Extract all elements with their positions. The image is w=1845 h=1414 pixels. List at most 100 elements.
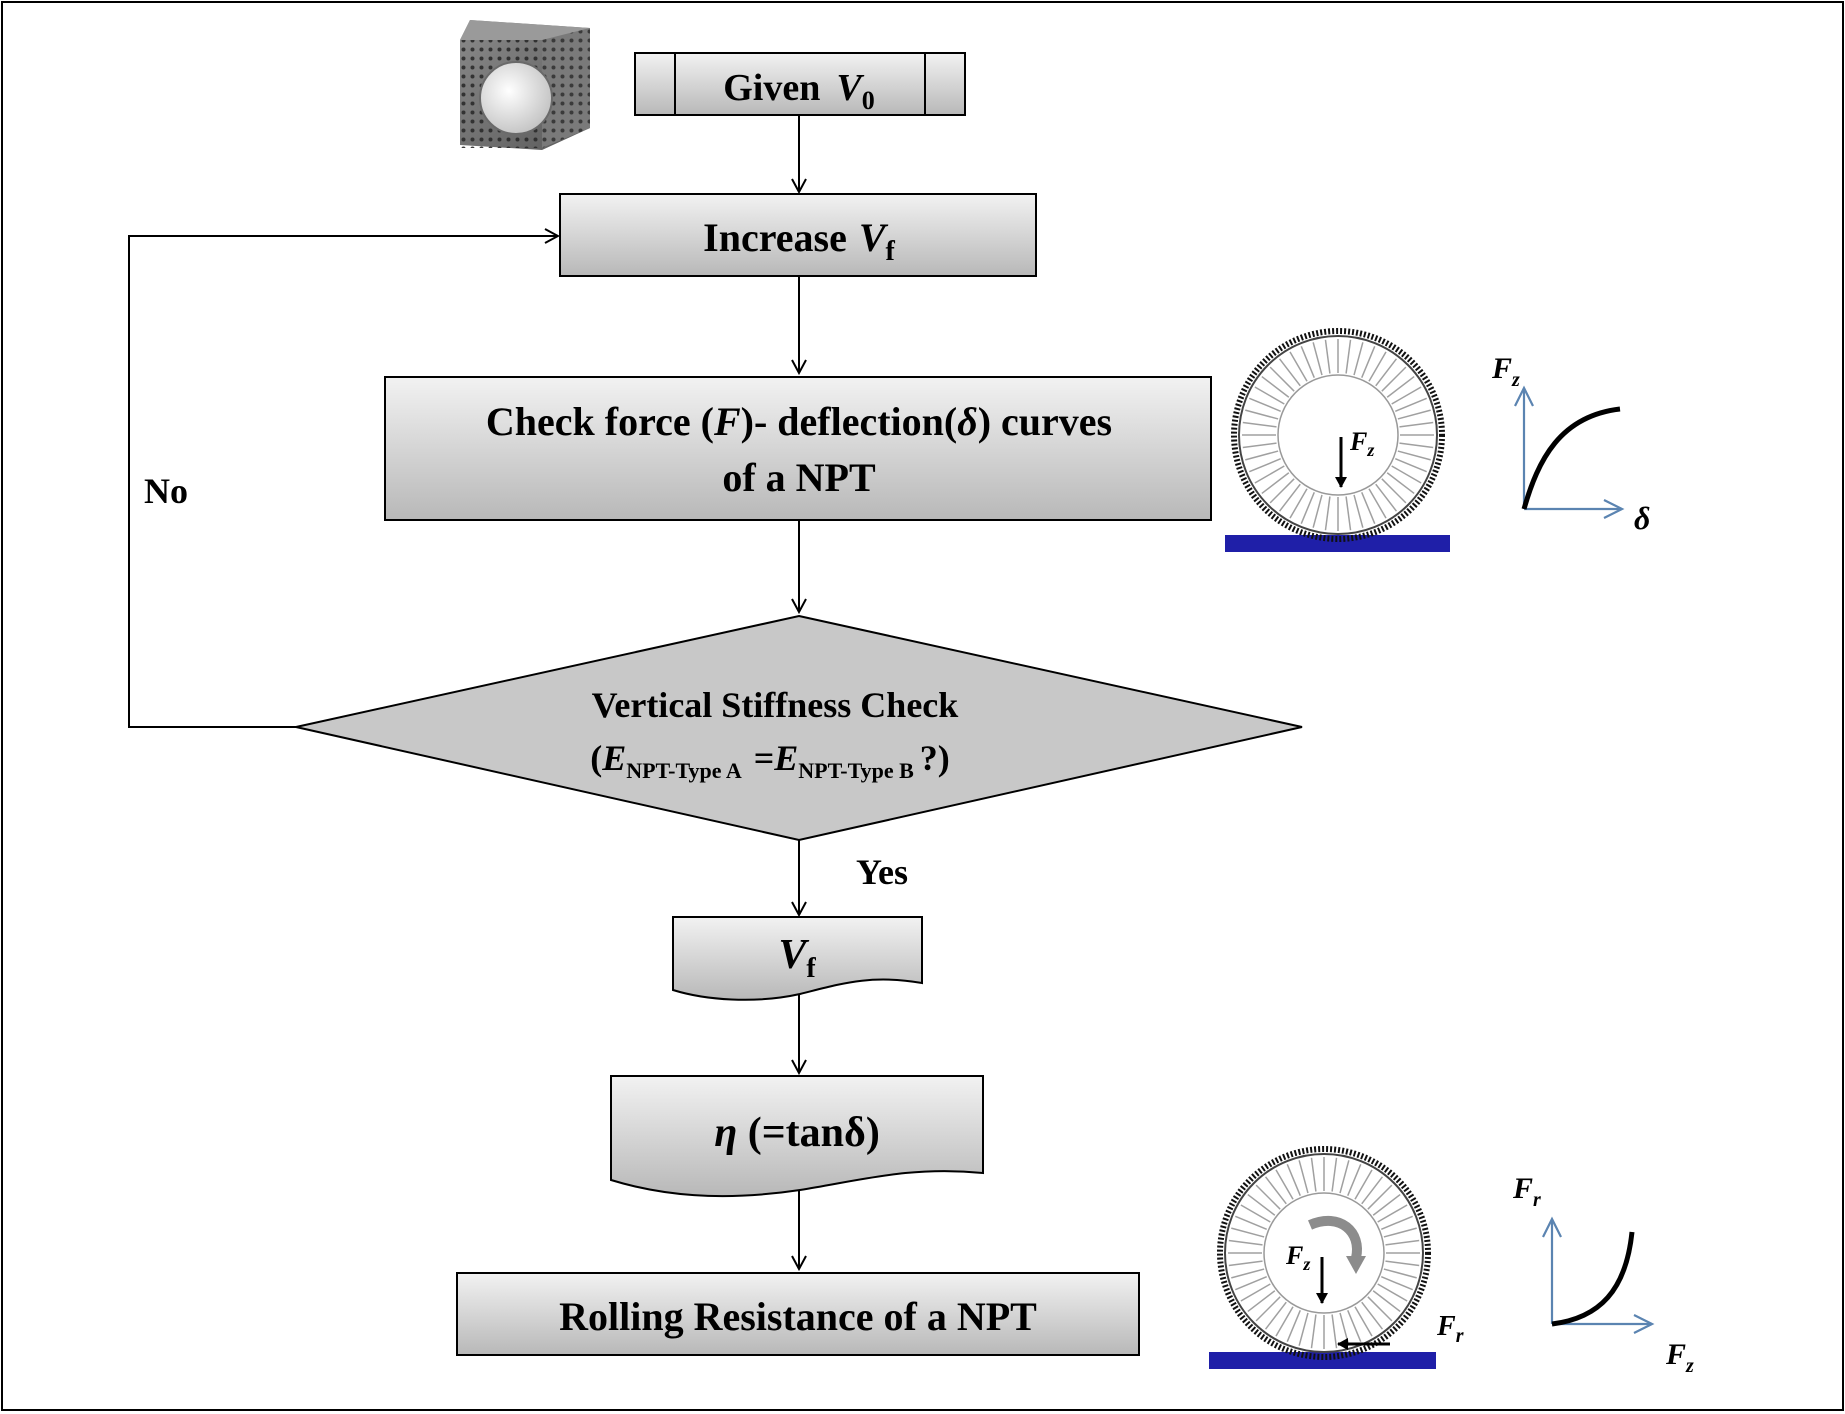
rolling-resistance-box: Rolling Resistance of a NPT: [456, 1272, 1140, 1356]
tire-spoke: [1377, 1204, 1408, 1223]
tire-spoke: [1264, 1176, 1287, 1205]
tire-spoke: [1367, 1296, 1393, 1322]
rotation-icon: [1308, 1215, 1362, 1260]
arrow-no-loop: [128, 236, 558, 728]
no-label: No: [144, 471, 188, 511]
tire-spoke: [1399, 442, 1434, 449]
tire-vertical-load-figure: Fz: [1225, 328, 1450, 552]
flow-connectors: [128, 114, 799, 1269]
tire-spoke: [1298, 1160, 1309, 1194]
svg-text:η (=tanδ): η (=tanδ): [714, 1110, 880, 1156]
tire-spoke: [1381, 478, 1407, 504]
tire-spoke: [1385, 1239, 1420, 1246]
tire-spoke: [1310, 1314, 1317, 1349]
tire-spoke: [1368, 351, 1387, 382]
tire-spoke: [1275, 1169, 1294, 1200]
svg-text:Fz: Fz: [1665, 1338, 1694, 1377]
tire-spoke: [1269, 366, 1295, 392]
tire-spoke: [1228, 1260, 1263, 1267]
svg-text:Fz: Fz: [1349, 427, 1374, 460]
tire-spoke: [1289, 488, 1308, 519]
tire-spoke: [1368, 488, 1387, 519]
tire-spoke: [1235, 1215, 1268, 1230]
tire-spoke: [1312, 494, 1323, 528]
decision-line1: Vertical Stiffness Check: [592, 685, 959, 725]
tire-spoke: [1324, 339, 1331, 374]
increase-var: V: [859, 215, 889, 260]
given-label: Given: [723, 67, 820, 109]
tire-spoke: [1380, 1215, 1413, 1230]
tire-spoke: [1249, 458, 1282, 473]
tire-spoke: [1347, 1309, 1362, 1342]
tire-spoke: [1354, 1169, 1373, 1200]
tire-spoke: [1394, 397, 1427, 412]
tire-spoke: [1255, 1184, 1281, 1210]
tire-spoke: [1353, 494, 1364, 528]
tire-spoke: [1278, 483, 1301, 512]
tire-spoke: [1298, 1312, 1309, 1346]
decision-line2: (ENPT-Type A=ENPT-Type B?): [590, 738, 950, 783]
check-force-deflection-box: Check force (F)- deflection(δ) curves of…: [384, 376, 1212, 521]
tire-spoke: [1254, 465, 1285, 484]
tire-spoke: [1361, 346, 1376, 379]
tire-spoke: [1372, 1290, 1401, 1313]
tire-spoke: [1255, 1296, 1281, 1322]
tire-spoke: [1247, 1290, 1276, 1313]
tire-spoke: [1345, 339, 1352, 374]
tire-spoke: [1261, 375, 1290, 398]
tire-spoke: [1381, 366, 1407, 392]
vertical-stiffness-decision: Vertical Stiffness Check (ENPT-Type A=EN…: [295, 614, 1303, 842]
tire-spoke: [1391, 465, 1422, 484]
eta-document-box: η (=tanδ): [610, 1075, 984, 1198]
tire-spoke: [1249, 397, 1282, 412]
force-deflection-graph: Fz δ: [1491, 352, 1650, 536]
eta-symbol: η: [714, 1110, 737, 1156]
check-line1: Check force (F)- deflection(δ) curves: [486, 399, 1112, 444]
check-line2: of a NPT: [722, 455, 876, 500]
tire-rolling-figure: Fz Fr: [1209, 1146, 1464, 1369]
tire-spoke: [1391, 386, 1422, 405]
increase-sub: f: [886, 236, 896, 267]
tire-spoke: [1261, 472, 1290, 495]
tire-spoke: [1286, 1309, 1301, 1342]
rolling-label: Rolling Resistance of a NPT: [559, 1294, 1037, 1339]
tire-spoke: [1353, 342, 1364, 376]
svg-text:Fr: Fr: [1512, 1172, 1541, 1211]
given-sub: 0: [862, 86, 875, 115]
tire-spoke: [1397, 409, 1431, 420]
tire-spoke: [1361, 1301, 1384, 1330]
tire-spoke: [1286, 1164, 1301, 1197]
tire-spoke: [1354, 1306, 1373, 1337]
tire-spoke: [1331, 1157, 1338, 1192]
tire-spoke: [1339, 1160, 1350, 1194]
tire-spoke: [1278, 358, 1301, 387]
svg-text:Fr: Fr: [1436, 1311, 1464, 1347]
tire-spoke: [1269, 478, 1295, 504]
tire-spoke: [1345, 496, 1352, 531]
tire-spoke: [1367, 1184, 1393, 1210]
tire-spoke: [1228, 1239, 1263, 1246]
tire-spoke: [1242, 421, 1277, 428]
tire-spoke: [1377, 1283, 1408, 1302]
ground-bar: [1225, 535, 1450, 552]
svg-text:Fz: Fz: [1285, 1241, 1310, 1274]
tire-spoke: [1245, 409, 1279, 420]
tire-spoke: [1331, 1314, 1338, 1349]
tire-spoke: [1386, 472, 1415, 495]
tire-spoke: [1247, 1193, 1276, 1216]
tire-spoke: [1394, 458, 1427, 473]
tire-spoke: [1372, 1193, 1401, 1216]
tire-spoke: [1324, 496, 1331, 531]
ground-bar: [1209, 1352, 1436, 1369]
svg-text:δ: δ: [1634, 500, 1650, 536]
eta-rest: (=tanδ): [737, 1110, 880, 1156]
tire-spoke: [1235, 1276, 1268, 1291]
tire-spoke: [1264, 1301, 1287, 1330]
tire-spoke: [1289, 351, 1308, 382]
